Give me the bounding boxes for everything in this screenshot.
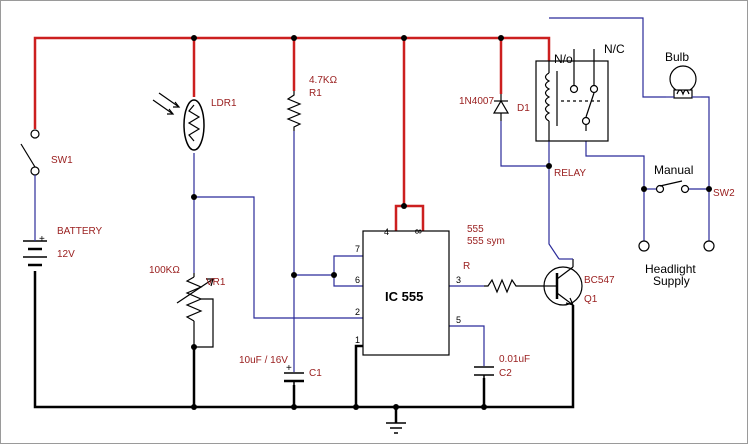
ground-icon <box>386 422 406 434</box>
sw2-switch <box>655 180 690 194</box>
ic-pin-4: 4 <box>384 227 389 237</box>
ic-pin-6: 6 <box>355 275 360 285</box>
relay-label: RELAY <box>554 168 586 179</box>
battery-label: BATTERY <box>57 226 103 237</box>
ground-rail <box>33 271 575 423</box>
c2-capacitor <box>474 366 494 378</box>
headlight-label-line1: Headlight <box>645 262 696 276</box>
ic-pin-2: 2 <box>355 307 360 317</box>
base-resistor <box>484 278 544 294</box>
c2-label: C2 <box>499 368 512 379</box>
ic-sym-label: 555 sym <box>467 236 505 247</box>
d1-diode <box>492 94 510 121</box>
ic-pin-1: 1 <box>355 335 360 345</box>
headlight-label-line2: Supply <box>653 274 690 288</box>
c1-plus-sign: + <box>286 363 292 374</box>
sw2-label: SW2 <box>713 188 735 199</box>
manual-label: Manual <box>654 163 693 177</box>
c1-capacitor <box>284 372 304 385</box>
q1-transistor <box>543 258 583 306</box>
junction-dots <box>191 35 712 410</box>
battery-symbol <box>23 233 47 267</box>
sw1-switch <box>20 129 40 233</box>
c1-label: C1 <box>309 368 322 379</box>
r-label: R <box>463 261 470 272</box>
vr1-potentiometer <box>176 273 214 348</box>
relay-nc-label: N/C <box>604 42 625 56</box>
bulb-label: Bulb <box>665 50 689 64</box>
ic-part-label: 555 <box>467 224 484 235</box>
light-arrows-icon <box>152 92 181 115</box>
sw1-label: SW1 <box>51 155 73 166</box>
battery-plus-sign: + <box>39 234 45 245</box>
ic555-chip <box>362 230 450 356</box>
ic-pin-7: 7 <box>355 244 360 254</box>
headlight-terminals <box>638 240 715 252</box>
battery-voltage-label: 12V <box>57 249 75 260</box>
relay-symbol <box>535 49 609 142</box>
c2-value-label: 0.01uF <box>499 354 530 365</box>
ldr-label: LDR1 <box>211 98 237 109</box>
ic555-name: IC 555 <box>385 289 423 304</box>
ic-pin-5: 5 <box>456 315 461 325</box>
r1-value-label: 4.7KΩ <box>309 75 338 86</box>
d1-part-label: 1N4007 <box>459 96 494 107</box>
d1-label: D1 <box>517 103 530 114</box>
r1-resistor <box>286 91 302 131</box>
vr1-value-label: 100KΩ <box>149 265 180 276</box>
ic-pin-8: 8 <box>413 229 423 234</box>
c1-value-label: 10uF / 16V <box>239 355 288 366</box>
power-rail <box>33 36 551 231</box>
q1-label: Q1 <box>584 294 598 305</box>
vr1-label: VR1 <box>206 277 226 288</box>
signal-wires <box>193 17 710 372</box>
relay-no-label: N/o <box>554 52 573 66</box>
ldr-symbol <box>152 92 205 151</box>
bulb-icon <box>666 65 701 99</box>
q1-part-label: BC547 <box>584 275 615 286</box>
r1-label: R1 <box>309 88 322 99</box>
ic-pin-3: 3 <box>456 275 461 285</box>
